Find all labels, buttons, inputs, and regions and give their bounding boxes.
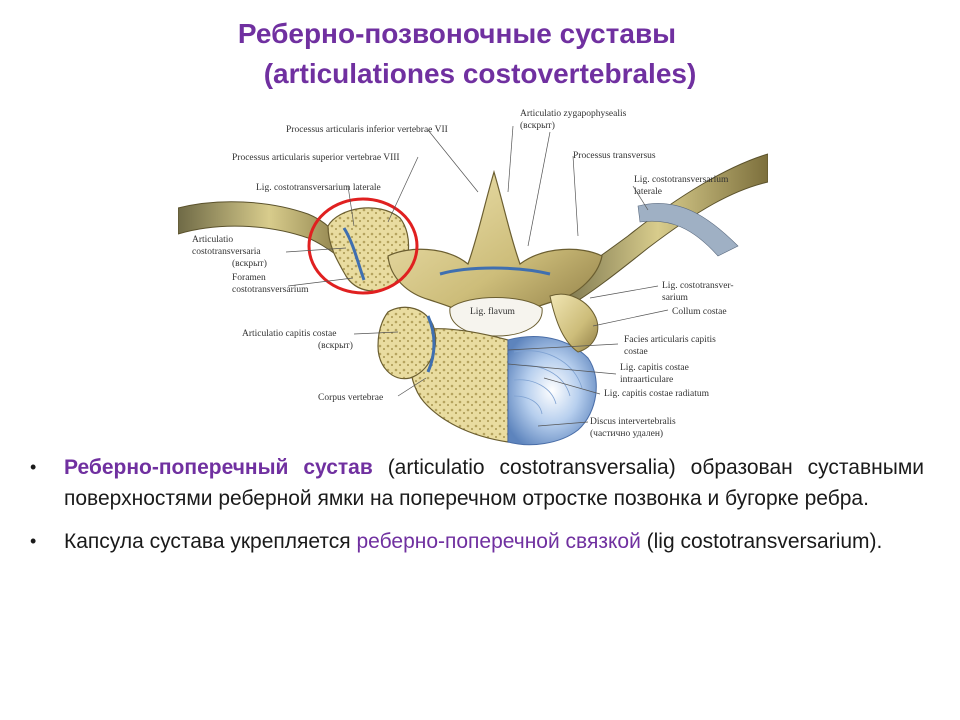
- label-lig-flavum: Lig. flavum: [470, 306, 515, 317]
- label-facies-2: costae: [624, 347, 648, 357]
- bullet-text-1: (articulatio costotransversalia) образов…: [64, 456, 924, 510]
- label-lig-intra-1: Lig. capitis costae: [620, 363, 689, 373]
- label-foramen-2: costotransversarium: [232, 285, 309, 295]
- label-facies-1: Facies articularis capitis: [624, 335, 716, 345]
- right-ligament: [637, 203, 739, 257]
- highlight-circle: [307, 197, 419, 295]
- intervertebral-disc: [507, 336, 597, 446]
- term-costotransverse-joint: Реберно-поперечный сустав: [64, 456, 373, 479]
- label-lig-intra-2: intraarticulare: [620, 375, 673, 385]
- bullet-list: • Реберно-поперечный сустав (articulatio…: [30, 452, 924, 569]
- label-art-zyg-note: (вскрыт): [520, 120, 555, 131]
- right-rib-neck: [549, 293, 599, 353]
- label-art-ct-2: costotransversaria: [192, 247, 261, 257]
- label-proc-art-sup: Processus articularis superior vertebrae…: [232, 153, 400, 163]
- label-lig-rad: Lig. capitis costae radiatum: [604, 389, 710, 399]
- label-proc-art-inf: Processus articularis inferior vertebrae…: [286, 124, 448, 135]
- label-art-ct-1: Articulatio: [192, 235, 233, 245]
- label-lig-ct-lat-right-2: laterale: [634, 187, 662, 197]
- title-line-2: (articulationes costovertebrales): [263, 58, 697, 89]
- bullet-text-2-pre: Капсула сустава укрепляется: [64, 530, 357, 553]
- left-transverse-process: [327, 207, 410, 292]
- leader-lines: [285, 125, 669, 427]
- rib-head: [377, 306, 437, 380]
- label-foramen-1: Foramen: [232, 273, 266, 283]
- bullet-item-capsule: • Капсула сустава укрепляется реберно-по…: [30, 526, 924, 557]
- label-art-ct-note: (вскрыт): [232, 258, 267, 269]
- anatomy-illustration: Processus articularis inferior vertebrae…: [178, 96, 768, 450]
- label-art-cap: Articulatio capitis costae: [242, 329, 336, 339]
- label-discus-1: Discus intervertebralis: [590, 417, 676, 427]
- rib-head-joint-cavity: [426, 315, 436, 373]
- vertebral-foramen: [449, 297, 543, 337]
- label-lig-ct-2: sarium: [662, 293, 688, 303]
- label-proc-transv: Processus transversus: [573, 151, 656, 161]
- label-lig-ct-lat-left: Lig. costotransversarium laterale: [256, 183, 381, 193]
- label-art-zyg: Articulatio zygapophysealis: [520, 109, 627, 119]
- label-discus-2: (частично удален): [590, 428, 663, 439]
- label-lig-ct-lat-right-1: Lig. costotransversarium: [634, 175, 729, 185]
- label-lig-ct-1: Lig. costotransver-: [662, 281, 734, 291]
- costovertebral-joints-drawing: Processus articularis inferior vertebrae…: [178, 109, 768, 446]
- label-collum: Collum costae: [672, 307, 727, 317]
- title-line-1: Реберно-позвоночные суставы: [237, 18, 677, 49]
- bullet-item-joint: • Реберно-поперечный сустав (articulatio…: [30, 452, 924, 514]
- slide-title: Реберно-позвоночные суставы (articulatio…: [0, 14, 960, 94]
- zygapophyseal-joint-cavity: [439, 266, 551, 276]
- bullet-dot: •: [30, 457, 37, 477]
- label-art-cap-note: (вскрыт): [318, 340, 353, 351]
- bullet-dot: •: [30, 531, 37, 551]
- label-corpus: Corpus vertebrae: [318, 393, 383, 403]
- costotransverse-joint-cavity: [342, 227, 366, 281]
- bullet-text-2-post: (lig costotransversarium).: [640, 530, 883, 553]
- term-ligament: реберно-поперечной связкой: [356, 530, 641, 553]
- disc-lamellae: [513, 350, 583, 415]
